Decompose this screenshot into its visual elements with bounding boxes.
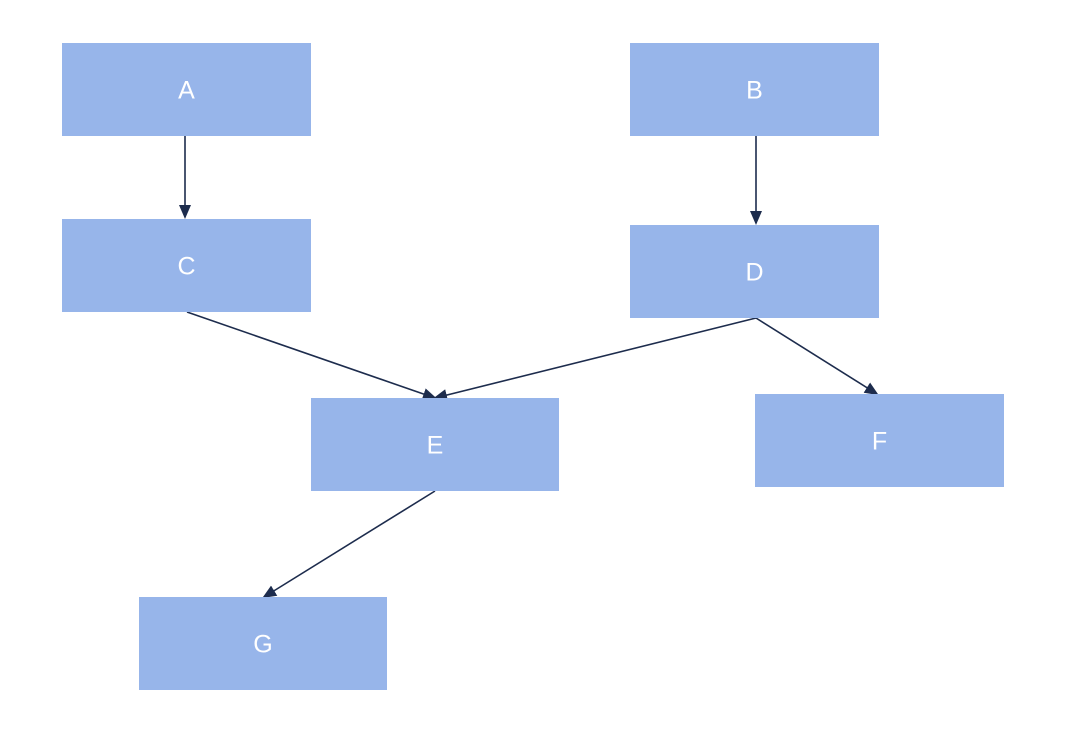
node-box-g (139, 597, 387, 690)
node-label-e: E (427, 432, 444, 460)
node-c: C (62, 219, 311, 312)
node-b: B (630, 43, 879, 136)
edge-e-to-g (262, 490, 436, 599)
node-label-b: B (746, 77, 763, 105)
node-label-c: C (177, 253, 195, 281)
node-box-c (62, 219, 311, 312)
node-label-f: F (872, 428, 887, 456)
node-f: F (755, 394, 1004, 487)
node-label-a: A (178, 77, 195, 105)
nodes-layer: A B C D E F G (62, 43, 1004, 690)
node-a: A (62, 43, 311, 136)
edge-d-to-f (755, 317, 879, 396)
node-label-g: G (253, 631, 272, 659)
edge-c-to-e (186, 311, 437, 400)
edge-d-to-e (433, 317, 757, 401)
node-box-e (311, 398, 559, 491)
node-box-b (630, 43, 879, 136)
node-label-d: D (745, 259, 763, 287)
node-box-d (630, 225, 879, 318)
node-d: D (630, 225, 879, 318)
node-g: G (139, 597, 387, 690)
node-e: E (311, 398, 559, 491)
edges-layer (179, 136, 879, 599)
node-box-a (62, 43, 311, 136)
node-box-f (755, 394, 1004, 487)
